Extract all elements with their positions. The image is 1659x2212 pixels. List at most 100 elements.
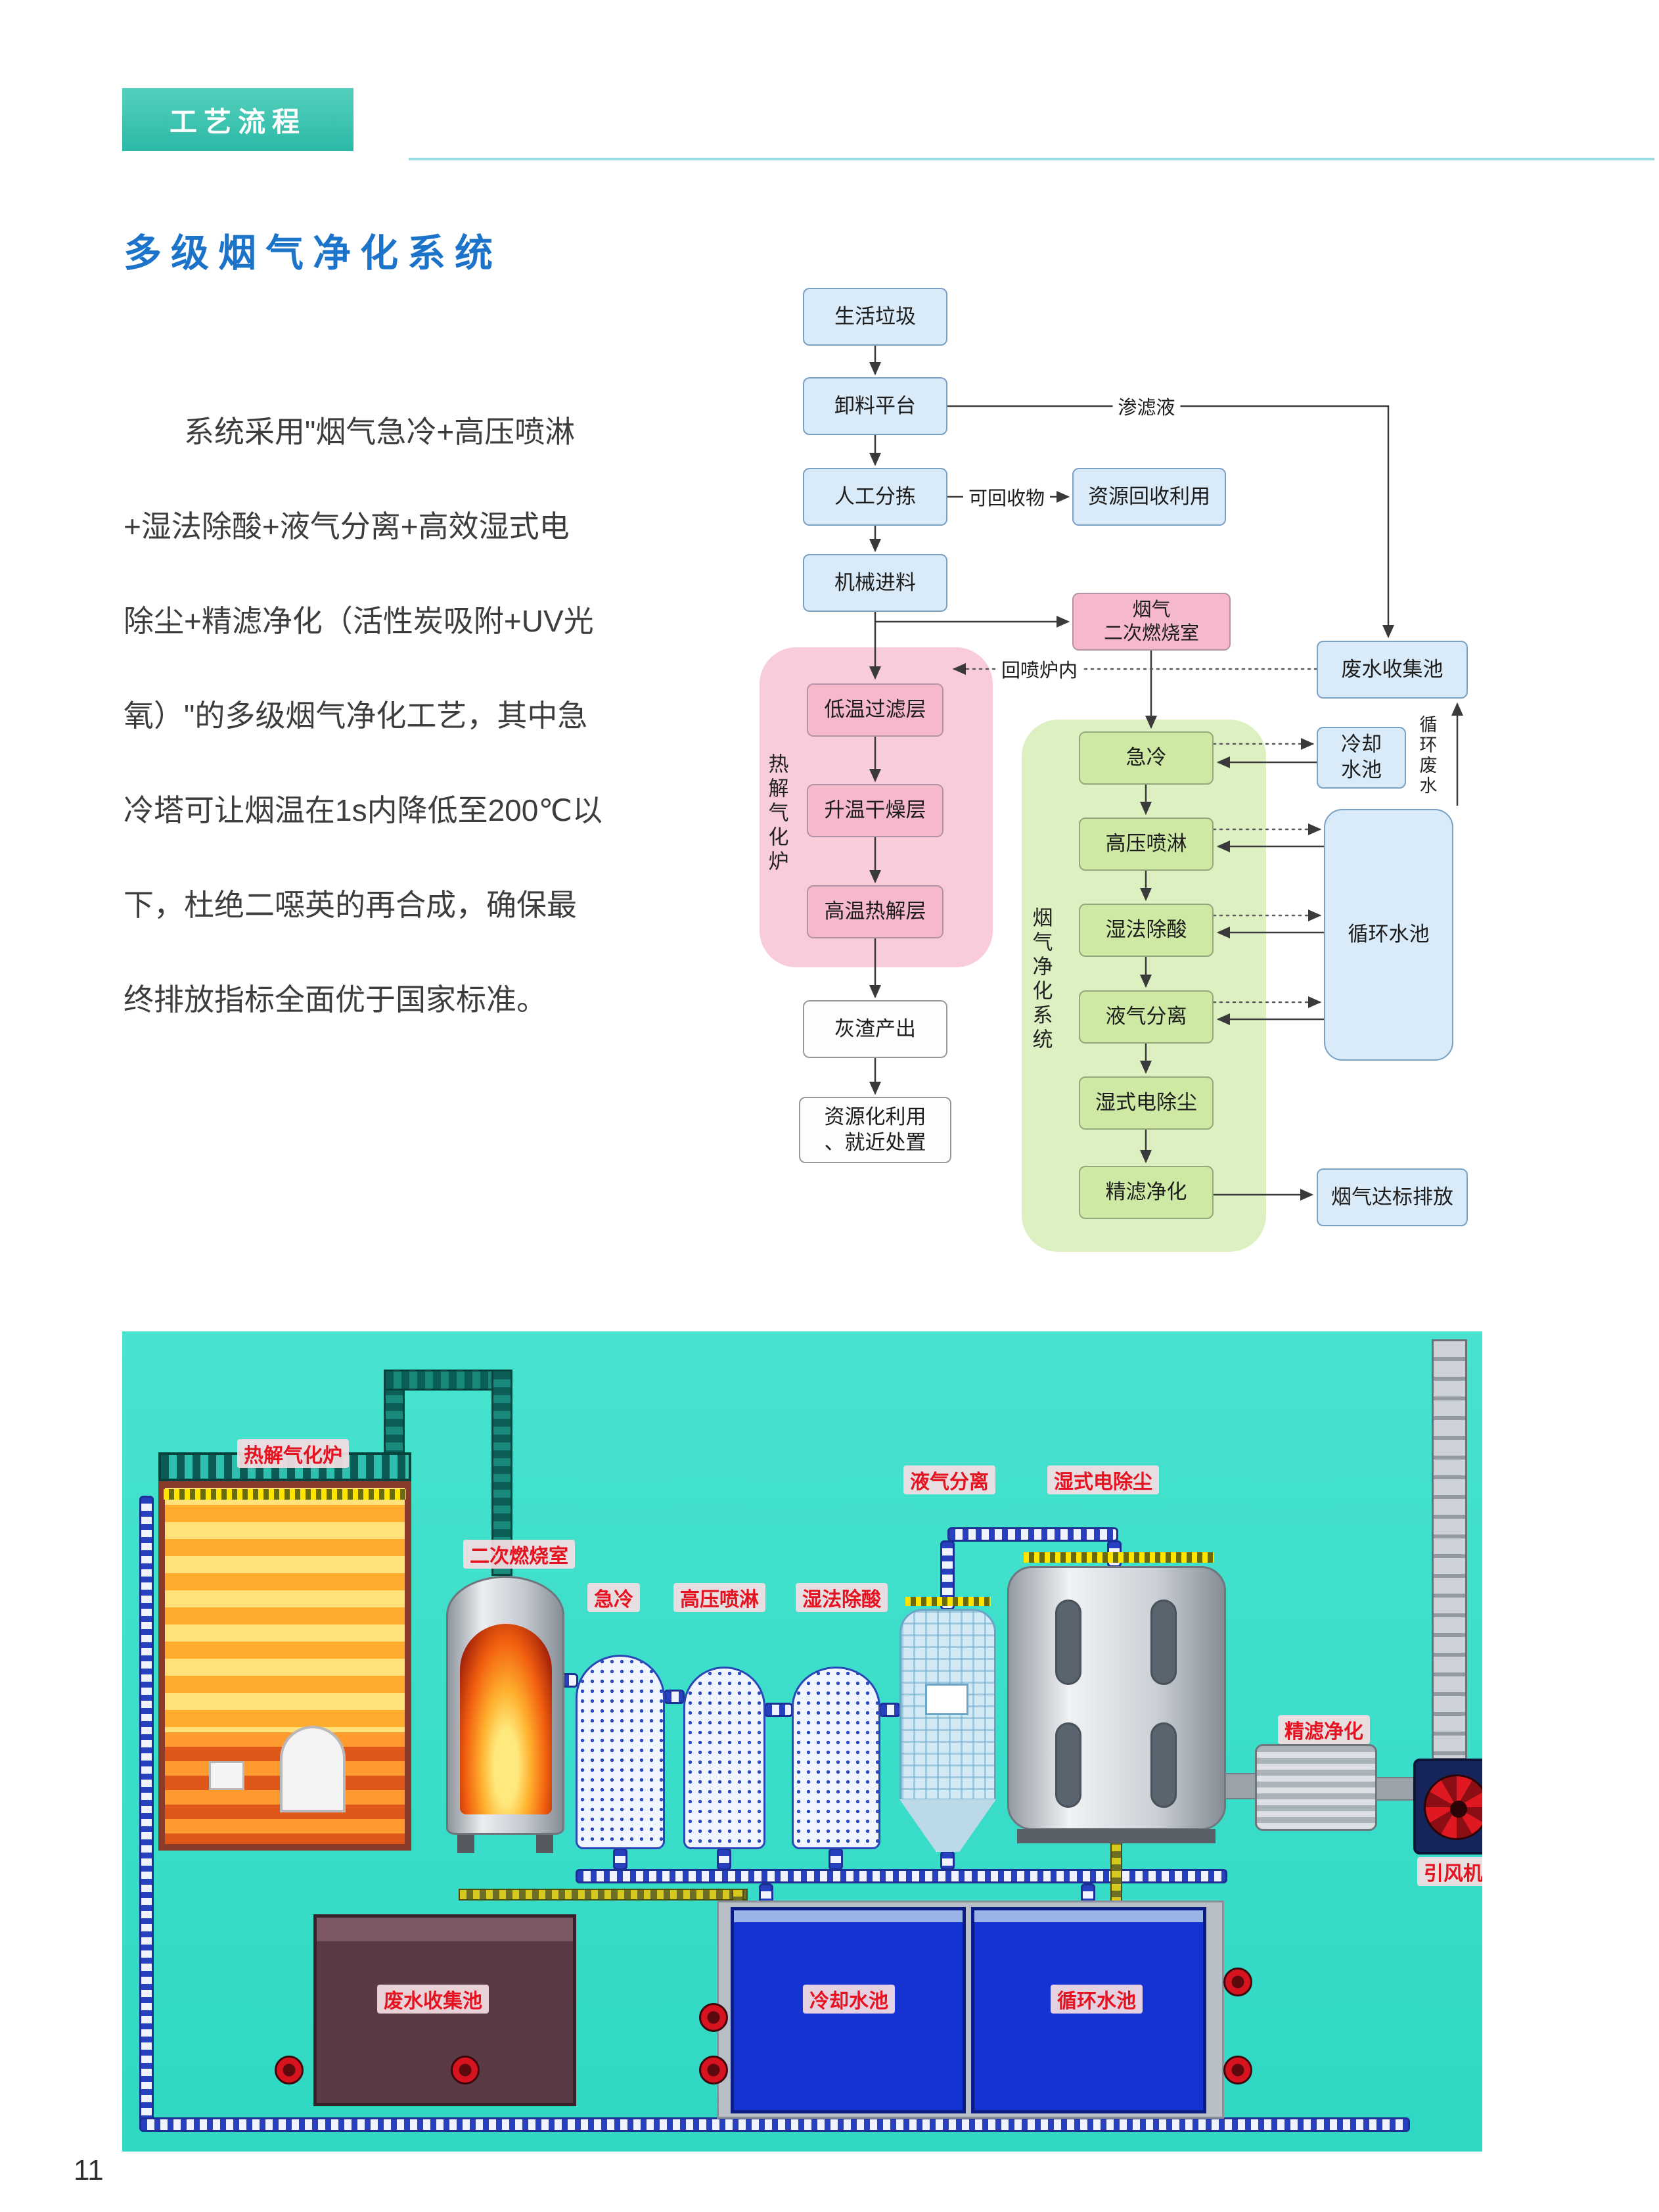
furnace-grate — [164, 1489, 406, 1500]
label-wastewater-pool: 废水收集池 — [377, 1985, 489, 2014]
separator-grid — [905, 1597, 991, 1606]
label-wet-esp: 湿式电除尘 — [1047, 1465, 1159, 1494]
separator-window — [925, 1684, 968, 1715]
flow-node-mechanical-feeding: 机械进料 — [803, 554, 947, 612]
pipe — [829, 1848, 843, 1870]
label-quench: 急冷 — [587, 1583, 640, 1612]
flow-node-circulating-pool: 循环水池 — [1324, 809, 1453, 1061]
purification-region-label: 烟气净化系统 — [1029, 907, 1053, 1053]
paragraph-line: 氧）"的多级烟气净化工艺，其中急 — [124, 699, 588, 733]
esp-slot — [1055, 1600, 1081, 1685]
circulating-wastewater-label: 循环废水 — [1417, 715, 1437, 796]
flow-node-unloading-platform: 卸料平台 — [803, 377, 947, 435]
label-high-pressure-spray: 高压喷淋 — [673, 1583, 765, 1612]
pipe — [664, 1690, 685, 1704]
flow-node-wastewater-pool: 废水收集池 — [1317, 641, 1468, 699]
label-cooling-pool: 冷却水池 — [803, 1985, 895, 2014]
flow-node-quench: 急冷 — [1079, 731, 1214, 785]
secondary-combustion-chamber — [446, 1576, 564, 1835]
paragraph-line: 下，杜绝二噁英的再合成，确保最 — [124, 888, 577, 922]
plant-illustration: 热解气化炉 二次燃烧室 急冷 高压喷淋 湿法除酸 液气分离 湿式电除尘 精滤净化… — [122, 1331, 1482, 2152]
esp-slot — [1150, 1722, 1177, 1808]
esp-slot — [1055, 1722, 1081, 1808]
flow-node-high-temp-pyrolysis: 高温热解层 — [807, 885, 943, 938]
pump-icon — [1223, 1968, 1252, 1996]
flow-node-cooling-pool: 冷却 水池 — [1317, 727, 1406, 789]
flow-node-high-pressure-spray: 高压喷淋 — [1079, 818, 1214, 871]
flow-node-gas-liquid-separation: 液气分离 — [1079, 990, 1214, 1044]
flow-node-household-waste: 生活垃圾 — [803, 288, 947, 346]
pipe — [384, 1370, 512, 1391]
pipe — [940, 1851, 955, 1870]
paragraph-line: 除尘+精滤净化（活性炭吸附+UV光 — [124, 604, 594, 638]
flow-node-discharge: 烟气达标排放 — [1317, 1168, 1468, 1226]
body-paragraph: 系统采用"烟气急冷+高压喷淋 +湿法除酸+液气分离+高效湿式电 除尘+精滤净化（… — [124, 384, 787, 1047]
flow-node-wet-esp: 湿式电除尘 — [1079, 1076, 1214, 1130]
pipe — [613, 1848, 627, 1870]
section-badge: 工艺流程 — [122, 88, 353, 151]
fan-icon — [1424, 1774, 1482, 1840]
pump-icon — [699, 2056, 728, 2085]
gas-liquid-separator — [899, 1609, 996, 1801]
fine-filter-unit — [1255, 1744, 1377, 1831]
label-induced-draft-fan: 引风机 — [1417, 1857, 1482, 1886]
flow-node-wet-deacidification: 湿法除酸 — [1079, 904, 1214, 957]
duct — [1376, 1777, 1415, 1801]
paragraph-line: 系统采用"烟气急冷+高压喷淋 — [124, 415, 576, 449]
flow-node-resource-recycling: 资源回收利用 — [1072, 468, 1226, 526]
label-circulating-pool: 循环水池 — [1051, 1985, 1143, 2014]
paragraph-line: +湿法除酸+液气分离+高效湿式电 — [124, 509, 570, 543]
flow-node-low-temp-filter: 低温过滤层 — [807, 683, 943, 737]
wet-esp-tank — [1007, 1566, 1226, 1830]
chamber-leg — [457, 1835, 474, 1853]
deacidification-tower — [792, 1667, 880, 1849]
flow-node-ash-output: 灰渣产出 — [803, 1000, 947, 1058]
page-title: 多级烟气净化系统 — [124, 232, 503, 275]
label-gas-liquid-separation: 液气分离 — [903, 1465, 995, 1494]
quench-tower — [576, 1655, 665, 1849]
chimney — [1432, 1339, 1467, 1760]
paragraph-line: 终排放指标全面优于国家标准。 — [124, 982, 547, 1017]
paragraph-line: 冷塔可让烟温在1s内降低至200℃以 — [124, 793, 602, 827]
label-pyrolysis-gasifier: 热解气化炉 — [237, 1439, 349, 1468]
flow-node-resource-utilization: 资源化利用 、就近处置 — [799, 1097, 951, 1163]
spray-tower — [683, 1667, 765, 1849]
furnace-hatch — [209, 1761, 244, 1790]
esp-base — [1017, 1829, 1216, 1843]
furnace-door — [280, 1726, 346, 1812]
flow-node-secondary-combustion: 烟气 二次燃烧室 — [1072, 593, 1231, 651]
pipe — [576, 1869, 1227, 1883]
pipe — [879, 1703, 901, 1717]
chamber-leg — [536, 1835, 553, 1853]
separator-cone — [899, 1799, 996, 1852]
leachate-line-label: 渗滤液 — [1112, 391, 1181, 421]
induced-draft-fan — [1413, 1759, 1482, 1855]
flow-node-fine-filtration: 精滤净化 — [1079, 1166, 1214, 1219]
esp-slot — [1150, 1600, 1177, 1685]
esp-grid — [1024, 1552, 1214, 1563]
process-flowchart: 生活垃圾 卸料平台 人工分拣 机械进料 资源回收利用 烟气 二次燃烧室 热解气化… — [742, 276, 1498, 1281]
pool-water-edge — [734, 1910, 963, 1922]
label-secondary-chamber: 二次燃烧室 — [463, 1540, 575, 1569]
label-fine-filtration: 精滤净化 — [1278, 1715, 1370, 1744]
pyrolysis-region-label: 热解气化炉 — [765, 753, 788, 875]
flame — [460, 1624, 552, 1814]
pump-icon — [275, 2056, 304, 2085]
pipe — [947, 1527, 1118, 1542]
duct — [1225, 1773, 1258, 1799]
page-number: 11 — [74, 2154, 104, 2186]
pipe — [717, 1848, 731, 1870]
flow-node-manual-sorting: 人工分拣 — [803, 468, 947, 526]
wastewater-pool — [313, 1914, 576, 2106]
pipe — [764, 1703, 793, 1717]
pump-icon — [699, 2003, 728, 2032]
pipe — [139, 1496, 154, 2132]
pump-icon — [1223, 2056, 1252, 2085]
pool-water-edge — [974, 1910, 1203, 1922]
header-rule — [409, 158, 1654, 160]
label-wet-deacidification: 湿法除酸 — [796, 1583, 888, 1612]
pump-icon — [451, 2056, 480, 2085]
recyclables-line-label: 可回收物 — [963, 482, 1051, 512]
spray-back-line-label: 回喷炉内 — [995, 654, 1083, 684]
